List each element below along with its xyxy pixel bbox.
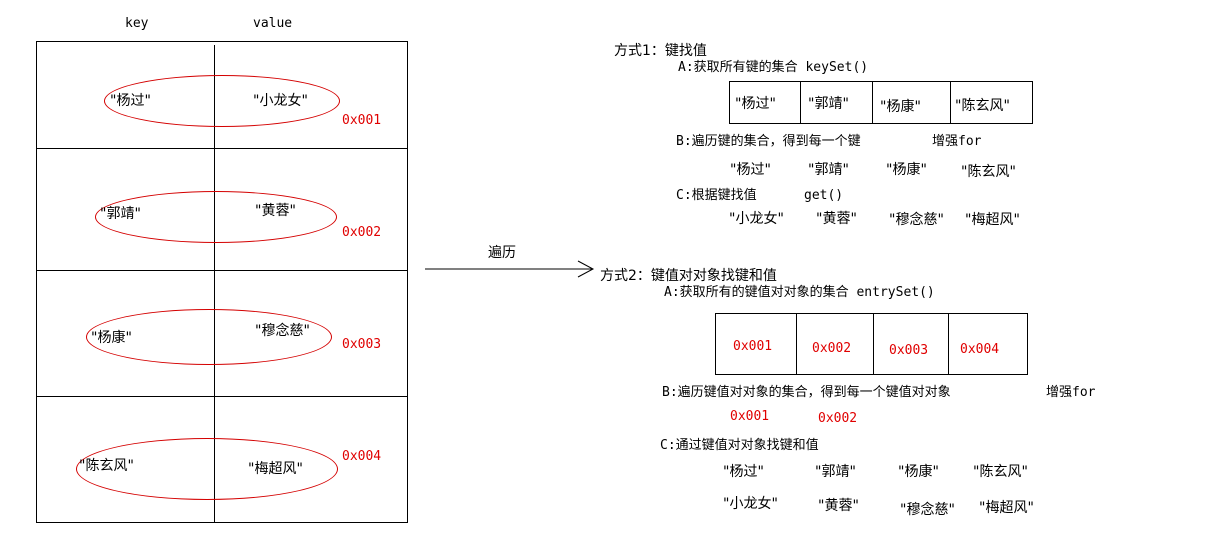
map-value: "黄蓉" — [255, 203, 296, 219]
entry-address: 0x001 — [342, 113, 382, 128]
method2-step-a: A:获取所有的键值对对象的集合 entrySet() — [664, 285, 935, 300]
keyset-item: "杨康" — [880, 99, 921, 115]
entry-ellipse — [76, 438, 338, 500]
key-header: key — [125, 16, 149, 31]
method2-step-b-extra: 增强for — [1046, 385, 1096, 400]
row-divider — [36, 396, 408, 397]
keyset-item: "郭靖" — [808, 96, 849, 112]
map-key: "陈玄风" — [79, 458, 134, 474]
entry-address: 0x003 — [342, 337, 382, 352]
entryset-box — [715, 313, 1028, 375]
map-value: "小龙女" — [253, 93, 308, 109]
map-value: "穆念慈" — [255, 323, 310, 339]
key-item: "杨过" — [730, 162, 771, 178]
method1-step-b-extra: 增强for — [932, 134, 982, 149]
keyset-item: "杨过" — [735, 96, 776, 112]
method1-step-c-extra: get() — [804, 188, 844, 203]
map-value: "梅超风" — [248, 461, 303, 477]
entryset-item: 0x004 — [960, 342, 1000, 357]
entry-ellipse — [86, 309, 332, 365]
method1-title: 方式1：键找值 — [614, 43, 707, 59]
entry-address: 0x004 — [342, 449, 382, 464]
map-key: "郭靖" — [100, 206, 141, 222]
method2-step-c: C:通过键值对对象找键和值 — [660, 438, 819, 453]
key-value-divider — [214, 45, 215, 523]
entryset-item: 0x003 — [889, 343, 929, 358]
value-item: "黄蓉" — [818, 498, 859, 514]
value-item: "穆念慈" — [900, 502, 955, 518]
value-item: "小龙女" — [729, 211, 784, 227]
key-item: "郭靖" — [815, 464, 856, 480]
map-key: "杨康" — [91, 330, 132, 346]
value-header: value — [253, 16, 293, 31]
key-item: "杨康" — [886, 162, 927, 178]
row-divider — [36, 270, 408, 271]
row-divider — [36, 148, 408, 149]
method1-step-b: B:遍历键的集合，得到每一个键 — [676, 134, 861, 149]
arrow-label: 遍历 — [488, 245, 516, 261]
method1-step-a: A:获取所有键的集合 keySet() — [678, 60, 869, 75]
entry-ellipse — [95, 191, 337, 243]
value-item: "梅超风" — [979, 500, 1034, 516]
entry-item: 0x002 — [818, 411, 858, 426]
key-item: "陈玄风" — [973, 464, 1028, 480]
entry-item: 0x001 — [730, 409, 770, 424]
entryset-item: 0x002 — [812, 341, 852, 356]
method2-step-b: B:遍历键值对对象的集合，得到每一个键值对对象 — [662, 385, 951, 400]
key-item: "郭靖" — [808, 162, 849, 178]
key-item: "陈玄风" — [961, 164, 1016, 180]
method1-step-c: C:根据键找值 — [676, 188, 757, 203]
entry-address: 0x002 — [342, 225, 382, 240]
key-item: "杨过" — [723, 464, 764, 480]
keyset-item: "陈玄风" — [955, 98, 1010, 114]
entryset-item: 0x001 — [733, 339, 773, 354]
value-item: "小龙女" — [723, 496, 778, 512]
entry-ellipse — [104, 75, 340, 127]
method2-title: 方式2：键值对对象找键和值 — [600, 268, 777, 284]
value-item: "穆念慈" — [889, 212, 944, 228]
value-item: "梅超风" — [965, 212, 1020, 228]
value-item: "黄蓉" — [816, 211, 857, 227]
keyset-box — [729, 81, 1033, 124]
map-key: "杨过" — [110, 93, 151, 109]
map-table — [36, 41, 408, 523]
key-item: "杨康" — [898, 464, 939, 480]
